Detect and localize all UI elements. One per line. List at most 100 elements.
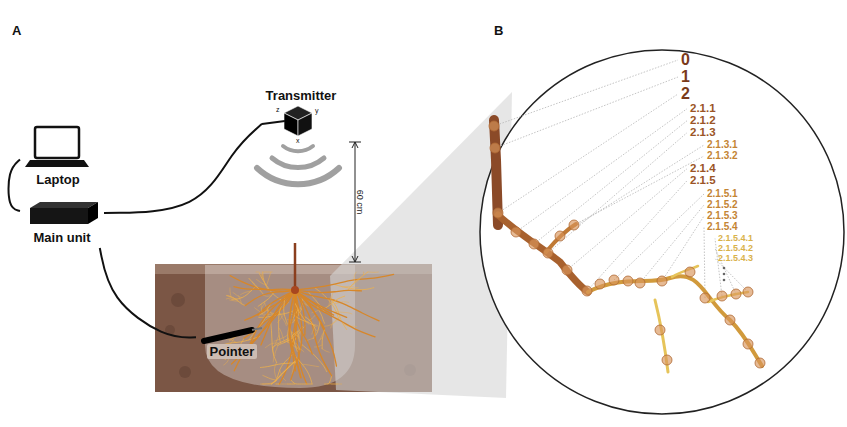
root-stroke [261, 384, 272, 385]
root-stroke [249, 278, 263, 294]
continuation-dots [723, 267, 726, 282]
order-number: 2.1.3.2 [707, 151, 738, 161]
measure-point [685, 267, 695, 277]
leader-line [548, 133, 687, 253]
order-number: 2.1.5.4.2 [718, 244, 753, 253]
order-number: 2.1.5.4.1 [718, 234, 753, 243]
measure-point [490, 143, 500, 153]
panel-letter: B [494, 24, 503, 37]
cube-right [298, 113, 312, 136]
dimension-label: 60 cm [355, 190, 364, 215]
panel-letter: A [12, 24, 21, 37]
fine-root [708, 292, 748, 302]
leader-line [574, 156, 704, 225]
measure-point [731, 289, 741, 299]
root-stroke [274, 363, 276, 379]
measure-point [657, 276, 667, 286]
measure-point [717, 291, 727, 301]
signal-arc [272, 158, 324, 168]
measure-point [555, 231, 565, 241]
root-stroke [354, 272, 356, 282]
order-number: 2.1.5.4 [707, 222, 738, 232]
root-stroke [233, 293, 242, 298]
device-node: Pointer [196, 324, 268, 362]
root-stroke [322, 329, 325, 349]
device-node: Main unit [20, 198, 104, 248]
root-stroke [263, 272, 272, 273]
cable [104, 124, 262, 213]
fine-root [672, 266, 698, 277]
root-stroke [348, 272, 368, 290]
order-number: 2.1.1 [690, 103, 716, 115]
soil-grain [179, 366, 191, 378]
order-number: 2.1.4 [690, 163, 716, 175]
root-stroke [295, 274, 394, 290]
order-number: 2.1.5.3 [707, 211, 738, 221]
signal-waves [257, 146, 339, 184]
measure-point [725, 315, 735, 325]
order-number: 2 [681, 86, 690, 102]
measure-points [489, 121, 765, 368]
dot [723, 267, 726, 270]
root-stroke [289, 290, 301, 378]
root-stroke [312, 327, 314, 334]
root-stroke [263, 375, 276, 380]
root-stroke [328, 384, 342, 385]
root-stroke [245, 290, 295, 306]
leader-line [494, 60, 678, 126]
root-stroke [263, 295, 271, 297]
measure-point [609, 275, 619, 285]
root-stroke [279, 305, 282, 343]
cube-left [284, 113, 298, 136]
measure-point [635, 278, 645, 288]
root-stroke [234, 287, 295, 290]
main-unit-side [88, 202, 98, 224]
device-label: Transmitter [266, 88, 337, 103]
measure-point [662, 355, 672, 365]
leader-line [495, 77, 678, 148]
root-stroke [229, 288, 231, 296]
order-number: 2.1.2 [690, 115, 716, 127]
signal-arc [283, 146, 313, 151]
dot [723, 279, 726, 282]
main-unit-top [30, 202, 98, 208]
measure-point [489, 121, 499, 131]
wire [262, 121, 285, 124]
pointer-tip [252, 328, 262, 330]
root-stroke [368, 272, 379, 273]
order-number: 0 [681, 52, 690, 68]
main-unit-front [30, 208, 88, 224]
root-stroke [227, 295, 245, 305]
root-stroke [271, 360, 296, 384]
measure-point [755, 358, 765, 368]
root-stroke [230, 276, 295, 292]
root-stroke [287, 384, 294, 385]
leader-line [567, 169, 687, 270]
leader-line [614, 194, 704, 280]
root-stroke [325, 376, 332, 384]
branch-root [588, 276, 762, 366]
measure-point [569, 220, 579, 230]
root-stroke [256, 272, 263, 280]
order-number: 2.1.3 [690, 127, 716, 139]
pointer-pen [204, 330, 252, 341]
order-number: 2.1.5 [690, 175, 716, 187]
signal-arc [257, 168, 339, 184]
root-stroke [245, 290, 295, 320]
device-label: Laptop [36, 172, 79, 187]
root-stroke [302, 345, 327, 372]
leader-line [715, 259, 748, 293]
measure-point [511, 227, 521, 237]
leader-lines [494, 60, 748, 298]
leader-line [704, 227, 705, 298]
leader-line [560, 145, 704, 236]
root-stroke [315, 345, 323, 347]
root-stroke [284, 298, 288, 324]
device-node: Laptop [20, 122, 96, 190]
root-crown [291, 286, 299, 294]
root-stroke [262, 272, 268, 290]
root-stroke [313, 330, 316, 337]
device-label: Main unit [33, 230, 90, 245]
measure-point [543, 248, 553, 258]
root-stroke [322, 349, 329, 353]
